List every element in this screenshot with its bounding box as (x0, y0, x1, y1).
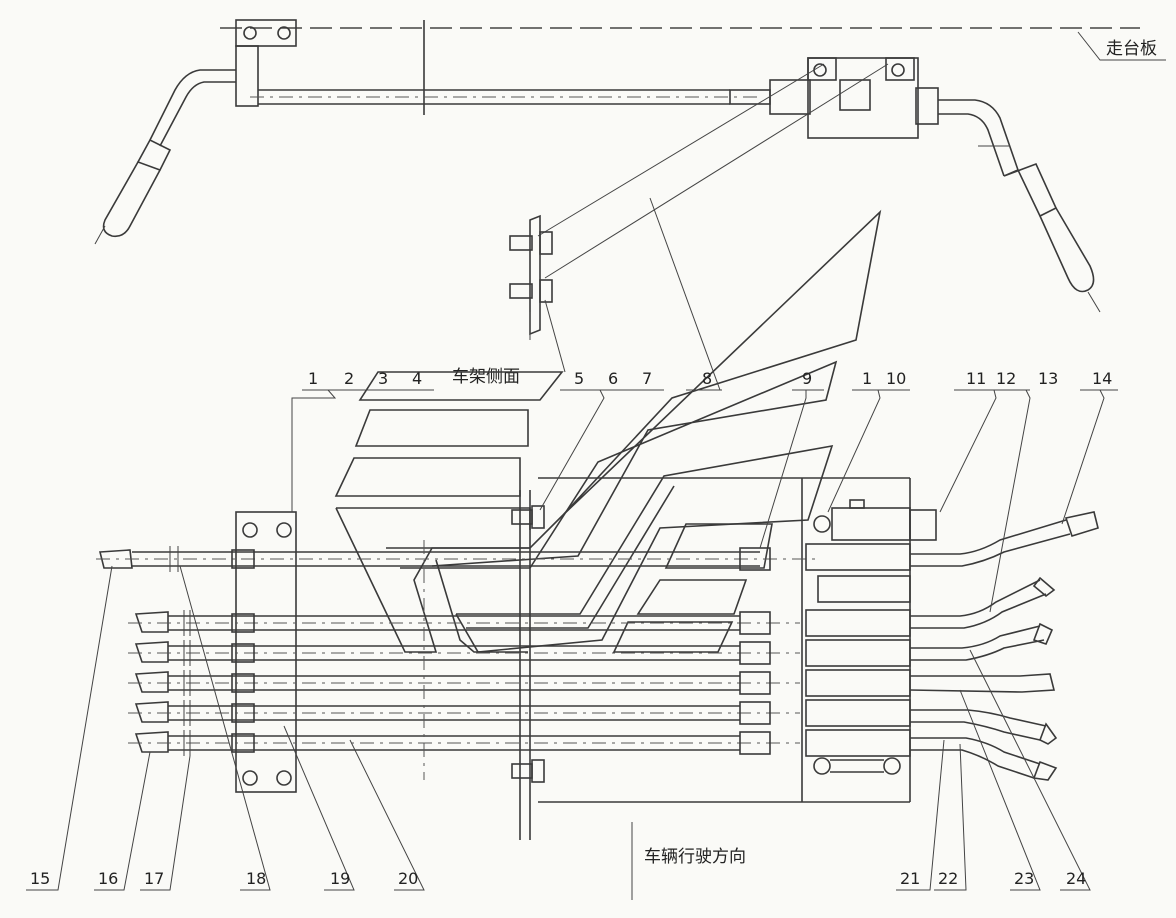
callout-8: 8 (702, 369, 712, 388)
callout-19: 19 (330, 869, 350, 888)
right-hose-5 (910, 709, 1058, 745)
callout-6: 6 (608, 369, 618, 388)
callout-10: 10 (886, 369, 906, 388)
callout-23: 23 (1014, 869, 1034, 888)
callout-1b: 1 (862, 369, 872, 388)
projection-leaders (537, 63, 889, 391)
callout-3: 3 (378, 369, 388, 388)
callout-17: 17 (144, 869, 164, 888)
rod-2 (128, 640, 800, 666)
callout-9: 9 (802, 369, 812, 388)
left-mount-plate (235, 511, 297, 793)
panel-8-frame (455, 444, 834, 653)
frame-side-plate-upper (509, 214, 566, 373)
upper-right-hose (938, 99, 1101, 313)
callout-12: 12 (996, 369, 1016, 388)
rod-5 (128, 730, 800, 756)
right-hose-3 (910, 622, 1054, 661)
upper-connecting-rod (250, 89, 760, 105)
callout-20: 20 (398, 869, 418, 888)
callout-21: 21 (900, 869, 920, 888)
callout-2: 2 (344, 369, 354, 388)
right-hose-6 (910, 737, 1058, 781)
direction-label: 车辆行驶方向 (644, 847, 746, 867)
callout-22: 22 (938, 869, 958, 888)
panel-1 (358, 371, 564, 401)
panel-3 (334, 457, 521, 497)
top-rod (96, 546, 820, 572)
panel-2 (354, 409, 529, 447)
callout-24: 24 (1066, 869, 1086, 888)
panel-5-7-frame (386, 209, 882, 653)
upper-right-valve (729, 57, 939, 139)
bottom-callout-leaders (26, 565, 1091, 891)
callout-18: 18 (246, 869, 266, 888)
valve-plates-lower (612, 523, 773, 653)
center-mount-plate (511, 477, 911, 840)
right-hose-4 (909, 673, 1056, 693)
right-hose-2 (910, 576, 1056, 629)
center-lines (423, 540, 633, 900)
callout-15: 15 (30, 869, 50, 888)
right-hose-1 (910, 511, 1099, 567)
callout-13: 13 (1038, 369, 1058, 388)
frame-side-label: 车架侧面 (452, 367, 520, 387)
valve-bank (805, 499, 937, 775)
callout-4: 4 (412, 369, 422, 388)
callout-16: 16 (98, 869, 118, 888)
callout-5: 5 (574, 369, 584, 388)
upper-left-hose (94, 69, 236, 245)
rod-4 (128, 700, 800, 726)
callout-7: 7 (642, 369, 652, 388)
walkway-label: 走台板 (1106, 39, 1157, 59)
top-callout-leaders (291, 389, 1105, 613)
upper-left-bracket (235, 19, 425, 115)
rod-3 (128, 670, 800, 696)
rod-1 (128, 610, 800, 636)
callout-1a: 1 (308, 369, 318, 388)
callout-14: 14 (1092, 369, 1112, 388)
callout-11: 11 (966, 369, 986, 388)
walkway-label-leader (1077, 31, 1166, 61)
